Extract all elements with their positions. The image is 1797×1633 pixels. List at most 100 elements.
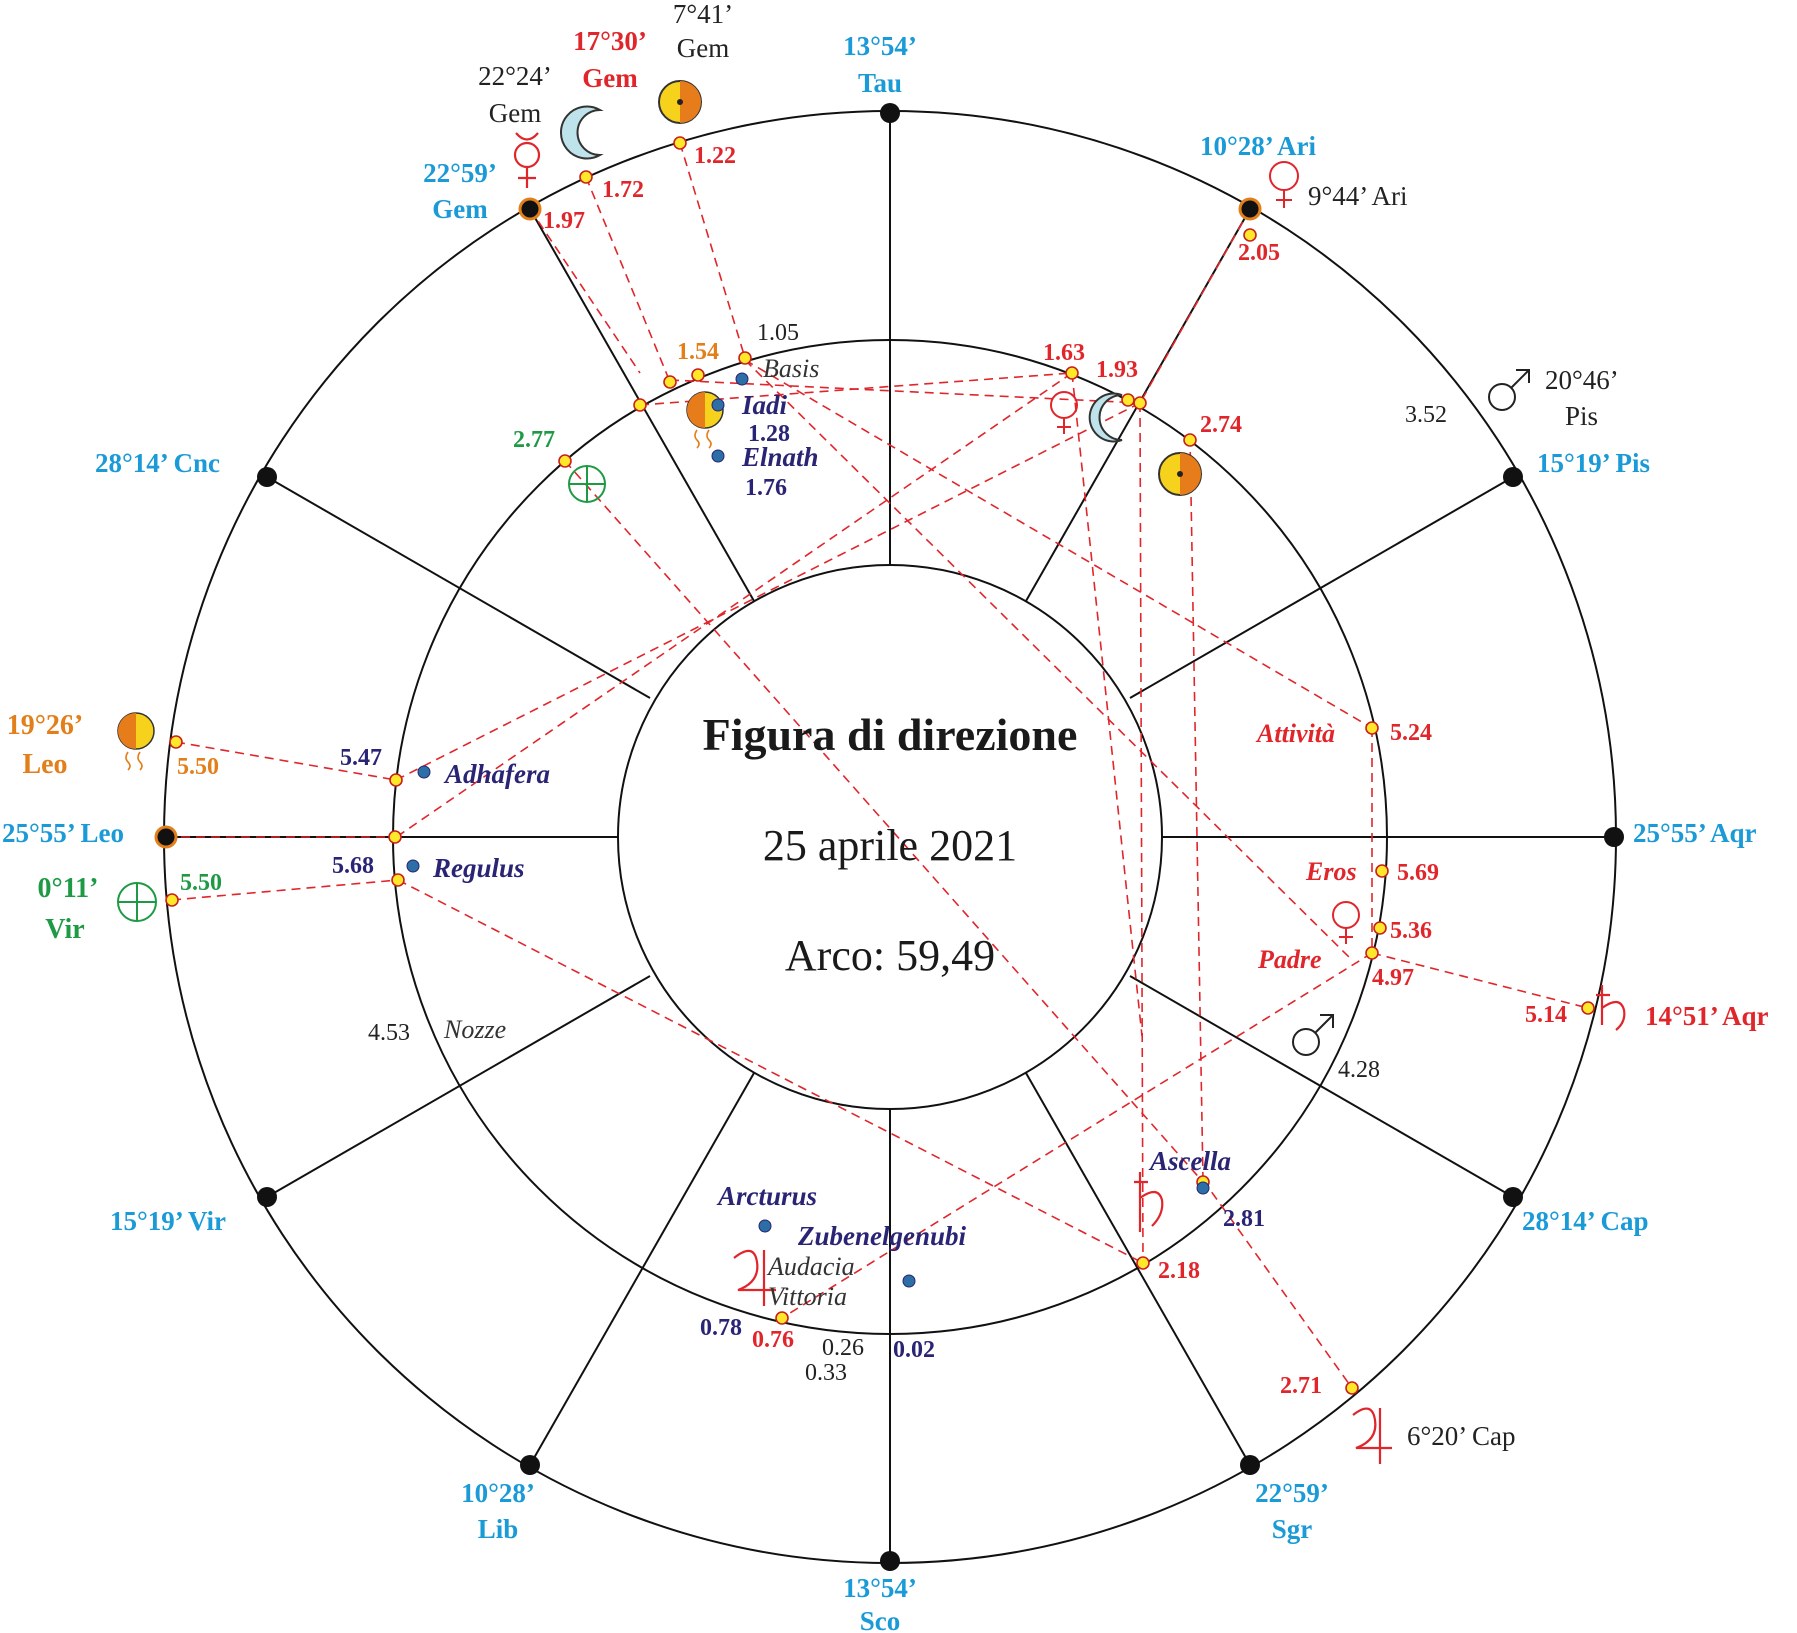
star-elnath: Elnath <box>741 442 819 472</box>
star-iadi: Iadi <box>741 390 788 420</box>
cusp-label-leo: 25°55’ Leo <box>2 818 124 848</box>
val-5-24: 5.24 <box>1390 720 1432 746</box>
cusp-label-cnc: 28°14’ Cnc <box>95 448 220 478</box>
star-basis: Basis <box>763 354 819 383</box>
house-spokes <box>166 113 1614 1561</box>
moon-deg: 22°24’ <box>478 61 552 91</box>
cusp-label-lib-deg: 10°28’ <box>461 1478 535 1508</box>
lot-icon <box>117 712 155 771</box>
val-2-77: 2.77 <box>513 427 555 453</box>
val-5-69: 5.69 <box>1397 860 1439 886</box>
saturn-deg: 14°51’ Aqr <box>1645 1001 1769 1031</box>
venus-outer: 9°44’ Ari 2.05 <box>1238 161 1408 266</box>
val-1-54: 1.54 <box>677 339 719 365</box>
cusp-label-tau-deg: 13°54’ <box>843 31 917 61</box>
mars-deg: 20°46’ <box>1545 365 1619 395</box>
sun-deg: 7°41’ <box>673 0 733 29</box>
mars-value: 3.52 <box>1405 402 1447 428</box>
mercury-icon <box>513 132 541 188</box>
sun-sign: Gem <box>677 33 729 63</box>
val-0-33: 0.33 <box>805 1360 847 1386</box>
cusp-label-lib-sign: Lib <box>478 1514 519 1544</box>
star-regulus: Regulus <box>432 853 525 883</box>
moon-icon <box>559 105 604 160</box>
inner-jupiter-icon <box>733 1249 776 1306</box>
sun-icon <box>658 80 702 124</box>
cusp-label-vir: 15°19’ Vir <box>110 1206 226 1236</box>
star-ascella: Ascella <box>1148 1146 1231 1176</box>
moon-outer: 22°24’ Gem 1.72 <box>478 61 644 203</box>
cusp-dots <box>154 103 1624 1571</box>
lot-eros: Eros <box>1305 857 1357 886</box>
cusp-label-aqr: 25°55’ Aqr <box>1633 818 1757 848</box>
val-4-28: 4.28 <box>1338 1057 1380 1083</box>
sun-outer: 7°41’ Gem 1.22 <box>658 0 736 169</box>
jupiter-deg: 6°20’ Cap <box>1407 1421 1516 1451</box>
chart-arc: Arco: 59,49 <box>785 931 995 980</box>
val-5-47: 5.47 <box>340 745 382 771</box>
val-1-28: 1.28 <box>748 421 790 447</box>
mars-outer: 20°46’ Pis 3.52 <box>1405 365 1619 431</box>
cusp-label-gem-sign: Gem <box>432 194 488 224</box>
val-4-97: 4.97 <box>1372 965 1414 991</box>
direction-lines <box>166 142 1589 1389</box>
saturn-value: 5.14 <box>1525 1002 1567 1028</box>
fortuna-sign: Vir <box>45 914 84 945</box>
val-1-76: 1.76 <box>745 475 787 501</box>
saturn-outer: 5.14 14°51’ Aqr <box>1525 985 1769 1031</box>
lot-outer: 19°26’ Leo 5.50 <box>7 710 219 780</box>
lot-sign: Leo <box>22 749 67 780</box>
jupiter-value: 2.71 <box>1280 1373 1322 1399</box>
star-icons <box>406 372 1210 1288</box>
jupiter-outer: 2.71 6°20’ Cap <box>1280 1373 1516 1464</box>
mars-icon <box>1488 369 1530 411</box>
inner-venus-icon-2 <box>1332 901 1360 944</box>
chart-date: 25 aprile 2021 <box>763 821 1017 870</box>
cusp-label-sco-deg: 13°54’ <box>843 1573 917 1603</box>
cusp-label-sgr-sign: Sgr <box>1272 1514 1313 1544</box>
venus-icon <box>1269 161 1299 208</box>
cusp-label-gem-deg: 22°59’ <box>423 158 497 188</box>
aspect-dots <box>165 136 1595 1395</box>
cusp-label-sco-sign: Sco <box>860 1606 901 1633</box>
star-adhafera: Adhafera <box>443 759 550 789</box>
moon-sign: Gem <box>489 98 541 128</box>
fortuna-deg: 0°11’ <box>38 873 99 904</box>
val-1-63: 1.63 <box>1043 340 1085 366</box>
val-4-53: 4.53 <box>368 1020 410 1046</box>
lot-value: 5.50 <box>177 754 219 780</box>
mars-sign: Pis <box>1565 401 1598 431</box>
val-5-68: 5.68 <box>332 853 374 879</box>
inner-sun-icon <box>1158 452 1202 496</box>
lot-nozze: Nozze <box>443 1015 506 1044</box>
cusp-label-sgr-deg: 22°59’ <box>1255 1478 1329 1508</box>
cusp-label-ari: 10°28’ Ari <box>1200 131 1317 161</box>
sun-value: 1.22 <box>694 143 736 169</box>
inner-mars-icon <box>1292 1014 1334 1056</box>
val-0-76: 0.76 <box>752 1327 794 1353</box>
val-0-26: 0.26 <box>822 1335 864 1361</box>
star-zubenelgenubi: Zubenelgenubi <box>797 1221 967 1251</box>
val-2-18: 2.18 <box>1158 1258 1200 1284</box>
lot-deg: 19°26’ <box>7 710 84 741</box>
venus-deg: 9°44’ Ari <box>1308 181 1408 211</box>
lot-audacia: Audacia <box>766 1252 855 1281</box>
val-2-81: 2.81 <box>1223 1206 1265 1232</box>
jupiter-icon <box>1352 1407 1392 1464</box>
cusp-label-cap: 28°14’ Cap <box>1522 1206 1649 1236</box>
lot-padre: Padre <box>1257 945 1322 974</box>
mercury-value: 1.97 <box>543 208 585 234</box>
star-arcturus: Arcturus <box>716 1181 817 1211</box>
fortuna-icon <box>117 882 157 922</box>
val-1-93: 1.93 <box>1096 357 1138 383</box>
mercury-deg: 17°30’ <box>573 26 647 56</box>
inner-fortuna-icon <box>568 465 606 503</box>
val-5-36: 5.36 <box>1390 918 1432 944</box>
mercury-outer: 17°30’ Gem 1.97 <box>513 26 647 234</box>
mercury-sign: Gem <box>582 63 638 93</box>
cusp-label-tau-sign: Tau <box>858 68 902 98</box>
chart-title: Figura di direzione <box>703 709 1078 760</box>
val-0-02: 0.02 <box>893 1337 935 1363</box>
val-2-74: 2.74 <box>1200 412 1242 438</box>
